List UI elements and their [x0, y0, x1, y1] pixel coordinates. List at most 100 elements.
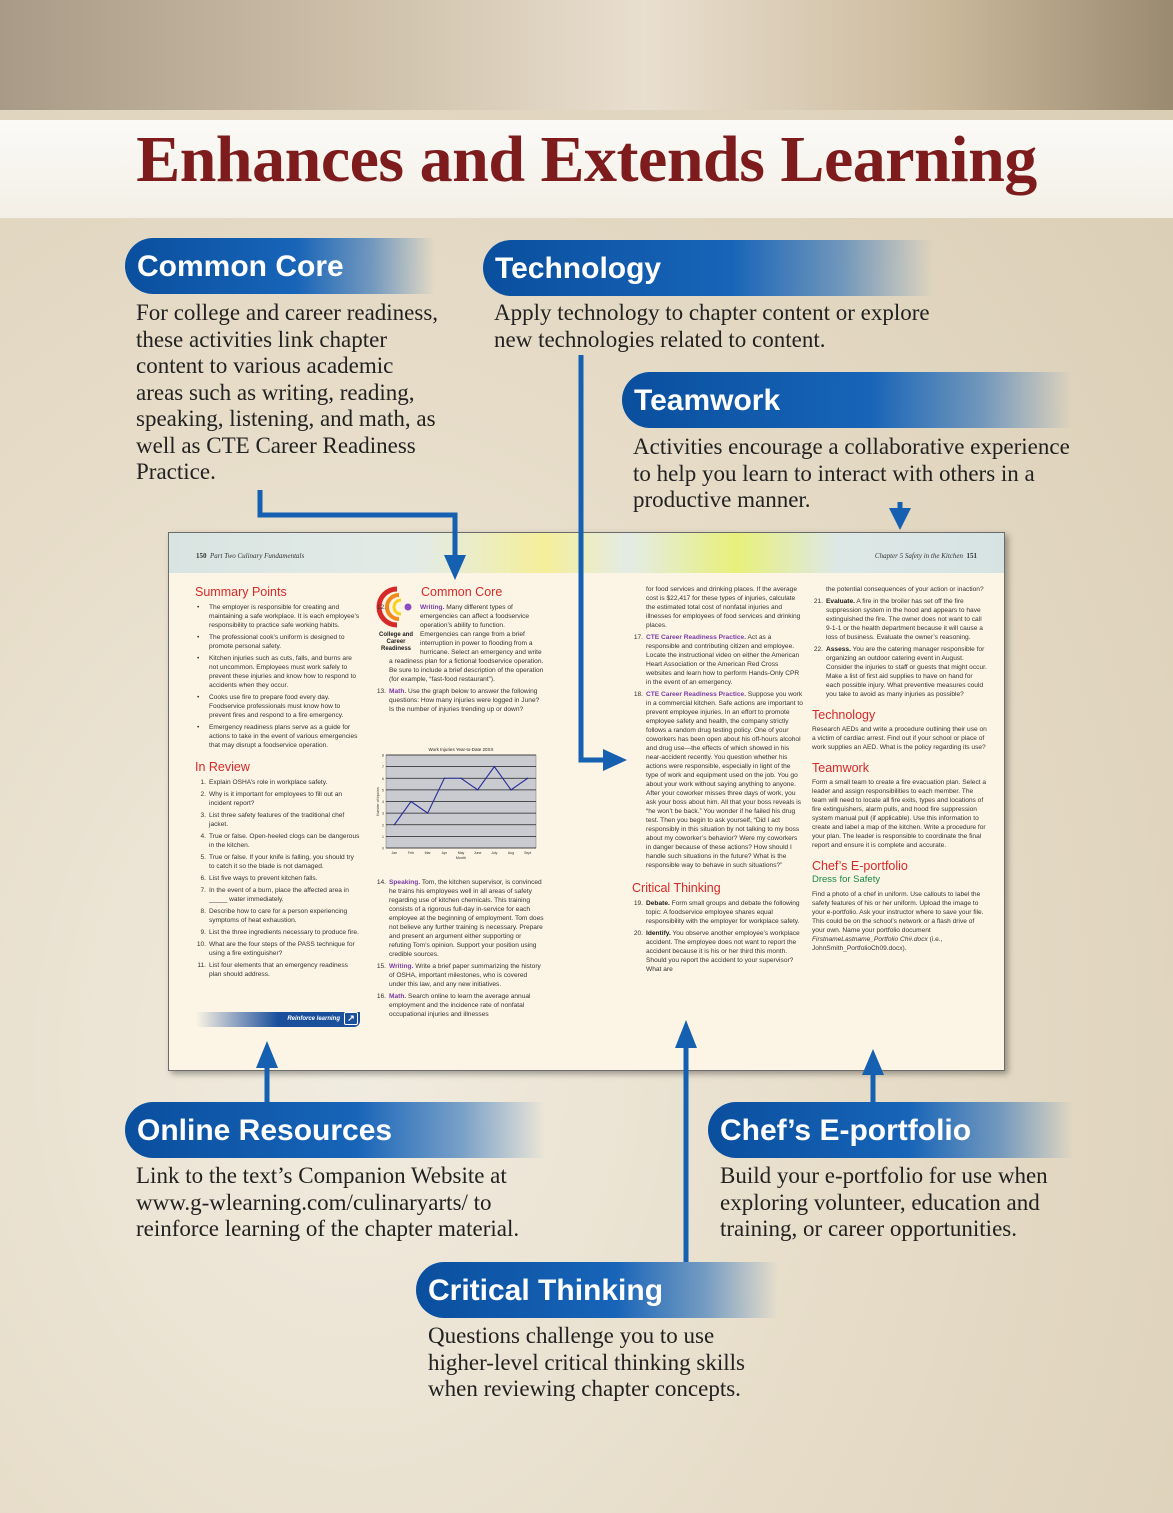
college-career-logo: College and Career Readiness: [375, 585, 417, 657]
portfolio-subheading: Dress for Safety: [812, 874, 881, 885]
question-text: Describe how to care for a person experi…: [209, 908, 348, 924]
arrowhead-icon: [862, 1049, 884, 1075]
x-axis-label: Month: [456, 856, 467, 860]
page-title: Enhances and Extends Learning: [136, 123, 1037, 196]
activity-item: 16.Math. Search online to learn the aver…: [377, 992, 545, 1019]
x-tick-label: Mar: [425, 851, 432, 855]
question-text: List four elements that an emergency rea…: [209, 962, 348, 978]
activity-item: 14.Speaking. Tom, the kitchen supervisor…: [377, 878, 545, 959]
item-keyword: Writing.: [420, 604, 445, 611]
activity-item: 19.Debate. Form small groups and debate …: [634, 899, 804, 926]
item-keyword: Evaluate.: [826, 598, 855, 605]
question-number: 4.: [200, 833, 207, 840]
arrowhead-icon: [444, 555, 466, 580]
item-number: 12.: [376, 604, 386, 611]
item-number: 19.: [633, 900, 643, 907]
technology-arrow: [578, 355, 606, 763]
left-page-header: 150 Part Two Culinary Fundamentals: [196, 552, 304, 560]
item-number: 18.: [633, 691, 643, 698]
critical-thinking-label: Critical Thinking: [416, 1262, 778, 1318]
title-band: [0, 120, 1173, 218]
item-number: 20.: [633, 930, 643, 937]
readiness-logo-icon: [376, 586, 412, 628]
review-question: 5.True or false. If your knife is fallin…: [201, 853, 360, 871]
item-text: Form small groups and debate the followi…: [646, 900, 800, 925]
left-page-number: 150: [196, 552, 207, 560]
review-question: 8.Describe how to care for a person expe…: [201, 907, 360, 925]
question-number: 11.: [197, 962, 206, 969]
external-link-icon: ↗: [344, 1012, 358, 1025]
item-number: 16.: [376, 993, 386, 1000]
review-question: 1.Explain OSHA’s role in workplace safet…: [201, 778, 360, 787]
portfolio-text: Find a photo of a chef in uniform. Use c…: [812, 891, 984, 934]
item-keyword: CTE Career Readiness Practice.: [646, 691, 747, 698]
item-keyword: Math.: [389, 688, 407, 695]
question-number: 6.: [200, 875, 207, 882]
portfolio-filename: FirstnameLastname_Portfolio Ch#.docx: [812, 936, 928, 943]
portfolio-example: (i.e., JohnSmith_PortfolioCh09.docx).: [812, 936, 943, 952]
item-keyword: CTE Career Readiness Practice.: [646, 634, 747, 641]
item-number: 15.: [376, 963, 386, 970]
left-page-part: Part Two Culinary Fundamentals: [210, 552, 305, 560]
review-question: 10.What are the four steps of the PASS t…: [197, 940, 360, 958]
question-number: 1.: [200, 779, 207, 786]
common-core-label: Common Core: [125, 238, 435, 294]
online-resources-label: Online Resources: [125, 1102, 545, 1158]
x-tick-label: Feb: [408, 851, 414, 855]
item-text: Search online to learn the average annua…: [389, 993, 531, 1018]
summary-bullet: The professional cook’s uniform is desig…: [197, 633, 360, 651]
arrowhead-icon: [889, 508, 911, 530]
item-keyword: Speaking.: [389, 879, 421, 886]
summary-bullet: The employer is responsible for creating…: [197, 603, 360, 630]
data-point: [427, 812, 429, 814]
summary-bullet: Kitchen injuries such as cuts, falls, an…: [197, 654, 360, 690]
y-tick-label: 2: [382, 823, 384, 827]
y-tick-label: 4: [382, 800, 384, 804]
question-text: Why is it important for employees to fil…: [209, 791, 343, 807]
common-core-heading: Common Core: [421, 585, 503, 599]
question-number: 7.: [200, 887, 207, 894]
common-core-arrow: [257, 490, 458, 560]
question-text: List five ways to prevent kitchen falls.: [209, 875, 318, 882]
summary-bullet: Cooks use fire to prepare food every day…: [197, 693, 360, 720]
review-question: 6.List five ways to prevent kitchen fall…: [201, 874, 360, 883]
summary-bullet: Emergency readiness plans serve as a gui…: [197, 723, 360, 750]
item-number: 17.: [633, 634, 643, 641]
x-tick-label: May: [458, 851, 465, 855]
question-number: 9.: [200, 929, 207, 936]
logo-caption: College and Career Readiness: [378, 632, 413, 652]
item-number: 14.: [376, 879, 386, 886]
activity-item: 12.Writing. Many different types of emer…: [377, 603, 545, 684]
portfolio-description: Build your e-portfolio for use when expl…: [720, 1163, 1048, 1241]
y-tick-label: 3: [382, 812, 384, 816]
header-photo-band: [0, 0, 1173, 110]
data-point: [527, 777, 529, 779]
technology-activity: Research AEDs and write a procedure outl…: [812, 726, 987, 751]
activity-item: 22.Assess. You are the catering manager …: [814, 645, 988, 699]
question-number: 5.: [200, 854, 207, 861]
technology-description: Apply technology to chapter content or e…: [494, 300, 930, 352]
data-point: [393, 824, 395, 826]
portfolio-label: Chef’s E-portfolio: [708, 1102, 1073, 1158]
item-text: Use the graph below to answer the follow…: [389, 688, 540, 713]
item-text: Act as a responsible and contributing ci…: [646, 634, 800, 686]
x-tick-label: Apr: [442, 851, 448, 855]
right-page-header: Chapter 5 Safety in the Kitchen 151: [875, 552, 977, 560]
review-question: 4.True or false. Open-heeled clogs can b…: [201, 832, 360, 850]
item-text: You are the catering manager responsible…: [826, 646, 987, 698]
activity-item: 21.Evaluate. A fire in the broiler has s…: [814, 597, 988, 642]
item-number: 13.: [376, 688, 386, 695]
technology-label: Technology: [483, 240, 933, 296]
activity-item: 13.Math. Use the graph below to answer t…: [377, 687, 545, 714]
online-resources-description: Link to the text’s Companion Website at …: [136, 1163, 520, 1241]
reinforce-learning-button[interactable]: Reinforce learning↗: [196, 1012, 360, 1027]
item-keyword: Writing.: [389, 963, 414, 970]
teamwork-activity: Form a small team to create a fire evacu…: [812, 779, 987, 849]
x-tick-label: Aug: [508, 851, 514, 855]
activity-item: 15.Writing. Write a brief paper summariz…: [377, 962, 545, 989]
x-tick-label: Sept: [524, 851, 531, 855]
critical-thinking-heading: Critical Thinking: [632, 881, 721, 895]
item-keyword: Debate.: [646, 900, 670, 907]
question-number: 8.: [200, 908, 207, 915]
